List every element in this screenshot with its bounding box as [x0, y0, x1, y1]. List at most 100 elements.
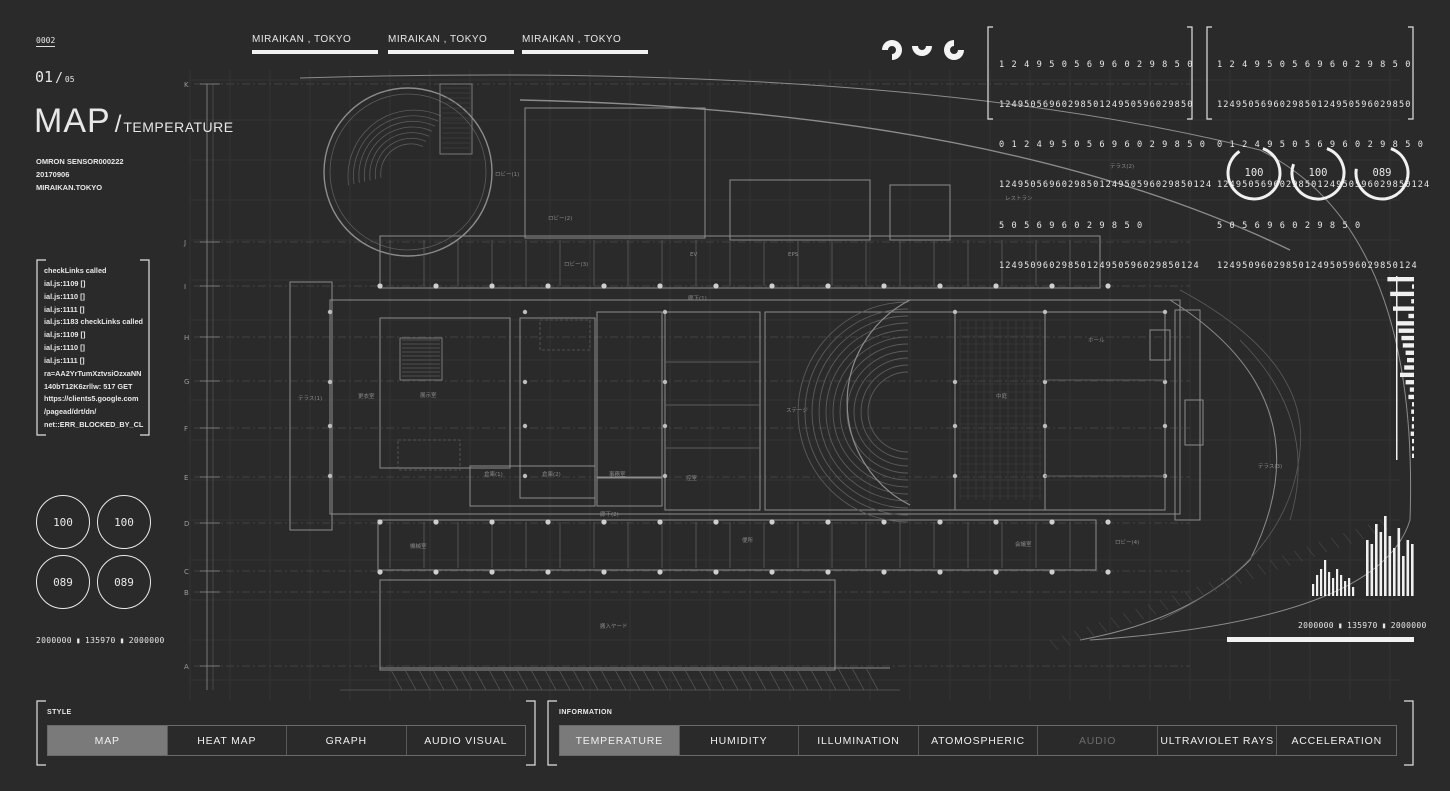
seat-row	[853, 357, 909, 467]
structural-column	[1105, 283, 1111, 289]
tab-audio[interactable]: AUDIO	[1038, 726, 1158, 755]
tab-heat-map[interactable]: HEAT MAP	[168, 726, 287, 755]
column-bar	[1402, 556, 1405, 596]
level-bar	[1412, 416, 1414, 422]
number-grid-row: 1249505696029850124950596029850124	[1217, 180, 1431, 191]
structural-column	[1042, 309, 1048, 315]
hatch-line	[697, 667, 711, 691]
room-label: EV	[690, 252, 697, 258]
structural-column	[522, 473, 528, 479]
dashed-area	[539, 319, 591, 351]
room-outline	[524, 107, 706, 239]
grid-row-label: E	[184, 474, 188, 482]
level-bar	[1390, 291, 1414, 297]
room-label: 控室	[686, 474, 698, 482]
column-bar	[1344, 581, 1347, 596]
right-gauge-3: 089	[1354, 145, 1410, 201]
grid-row-label: H	[184, 334, 189, 342]
theater-outline	[329, 93, 487, 251]
room-label: 便所	[742, 536, 754, 544]
hatch-line	[1281, 555, 1291, 566]
number-grid-panel-2: 1 2 4 9 5 0 5 6 9 6 0 2 9 8 5 0 12495056…	[1206, 26, 1429, 271]
hatch-line	[1159, 599, 1169, 611]
tab-atomospheric[interactable]: ATOMOSPHERIC	[919, 726, 1039, 755]
room-label: 中庭	[996, 392, 1008, 400]
seat-row	[353, 115, 439, 185]
counter-separator: ▮	[75, 636, 81, 645]
console-log-line: ial.js:1111 []	[44, 355, 85, 365]
tab-humidity[interactable]: HUMIDITY	[680, 726, 800, 755]
gauge-arc-fill	[1290, 147, 1346, 201]
room-outline	[596, 477, 663, 507]
structural-column	[433, 569, 439, 575]
tab-ultraviolet-rays[interactable]: ULTRAVIOLET RAYS	[1158, 726, 1278, 755]
level-bar	[1408, 313, 1414, 319]
tab-audio-visual[interactable]: AUDIO VISUAL	[424, 734, 508, 747]
left-gauge-2: 100	[97, 495, 151, 549]
column-bar	[1324, 560, 1327, 596]
seat-row	[811, 315, 909, 509]
structural-column	[377, 519, 383, 525]
counter-value: 2000000	[128, 636, 165, 645]
column-bar	[1393, 548, 1396, 596]
grid-row-label: F	[184, 425, 188, 433]
sensor-info-line: 20170906	[36, 170, 70, 179]
column-bar	[1348, 578, 1351, 596]
room-outline	[377, 519, 1097, 571]
seat-row	[860, 364, 909, 460]
structural-column	[1049, 519, 1055, 525]
hatch-line	[529, 667, 543, 691]
number-grid-row: 1 2 4 9 5 0 5 6 9 6 0 2 9 8 5 0	[1217, 59, 1412, 70]
seat-row	[818, 322, 909, 502]
brand-logo-icon	[882, 40, 964, 60]
grid-row-label: A	[184, 663, 189, 671]
tab-temperature[interactable]: TEMPERATURE	[560, 726, 680, 755]
number-grid-row: 0 1 2 4 9 5 0 5 6 9 6 0 2 9 8 5 0	[999, 140, 1207, 151]
hatch-line	[1355, 528, 1364, 540]
counter-separator: ▮	[1381, 621, 1387, 630]
tab-acceleration[interactable]: ACCELERATION	[1291, 734, 1383, 747]
room-label: 倉庫(2)	[542, 470, 561, 478]
structural-column	[952, 309, 958, 315]
hatch-line	[1086, 626, 1095, 637]
console-log-line: ial.js:1183 checkLinks called	[44, 317, 143, 327]
hatch-line	[1184, 590, 1193, 602]
structural-column	[662, 309, 668, 315]
level-bar	[1412, 284, 1414, 289]
room-label: EPS	[788, 252, 799, 258]
structural-column	[952, 423, 958, 429]
building-outline	[1239, 339, 1299, 521]
structural-column	[825, 569, 831, 575]
hatch-line	[613, 667, 627, 691]
structural-column	[433, 519, 439, 525]
column-bar	[1316, 575, 1319, 596]
room-outline	[889, 184, 951, 241]
number-grid-panel-1: 1 2 4 9 5 0 5 6 9 6 0 2 9 8 5 0 12495056…	[987, 26, 1211, 271]
tab-map[interactable]: MAP	[48, 726, 168, 755]
structural-column	[881, 283, 887, 289]
level-bar	[1397, 321, 1414, 326]
left-counter: 2000000▮135970▮2000000	[36, 636, 165, 645]
tab-illumination[interactable]: ILLUMINATION	[799, 726, 919, 755]
tab-graph[interactable]: GRAPH	[287, 726, 407, 755]
structural-column	[327, 309, 333, 315]
structural-column	[433, 283, 439, 289]
style-tabs: MAP HEAT MAP GRAPH AUDIO VISUAL	[47, 725, 526, 756]
hatch-line	[1074, 630, 1083, 642]
structural-column	[1162, 379, 1168, 385]
structural-column	[713, 519, 719, 525]
room-outline	[1149, 329, 1171, 361]
structural-column	[327, 473, 333, 479]
hatch-line	[683, 667, 697, 691]
panel-bracket	[36, 259, 150, 436]
seat-row	[347, 109, 442, 186]
room-outline	[379, 317, 511, 469]
room-outline	[469, 465, 596, 507]
seat-row	[846, 350, 909, 474]
structural-column	[662, 379, 668, 385]
level-bar	[1411, 409, 1414, 414]
console-log-line: ial.js:1111 []	[44, 304, 85, 314]
room-label: 機械室	[410, 542, 427, 550]
hatch-line	[431, 667, 445, 691]
left-gauge-3: 089	[36, 555, 90, 609]
